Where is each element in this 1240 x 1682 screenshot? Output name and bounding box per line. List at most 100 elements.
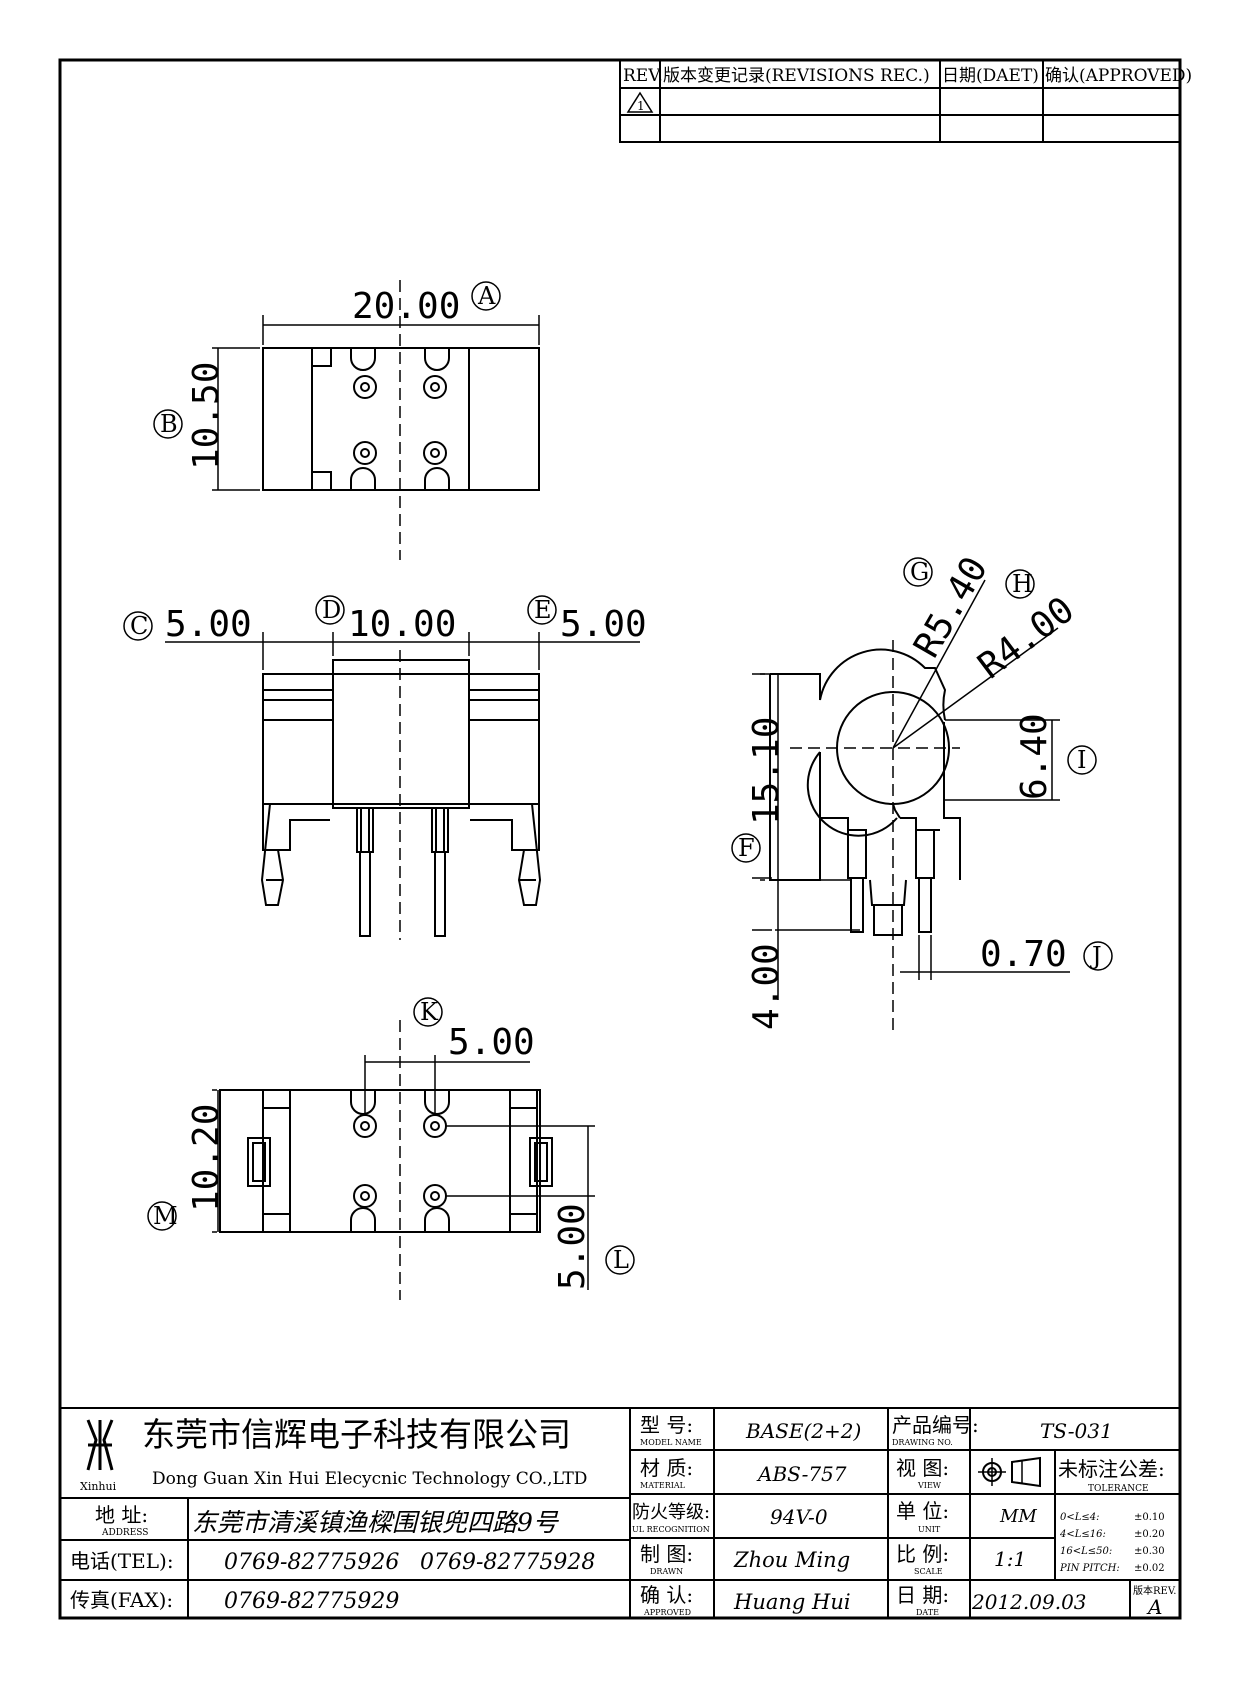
tol-value-2: ±0.20 (1134, 1529, 1165, 1540)
svg-text:D: D (322, 596, 341, 624)
drawing-no-label: 产品编号: (892, 1413, 979, 1437)
bottom-view (212, 1020, 595, 1300)
company-name-cn: 东莞市信辉电子科技有限公司 (142, 1415, 571, 1454)
company-name-en: Dong Guan Xin Hui Elecycnic Technology C… (152, 1469, 587, 1489)
scale-label: 比 例: (896, 1542, 949, 1566)
callout-m: M (147, 1201, 178, 1231)
unit-value: MM (999, 1506, 1037, 1527)
date-col-header: 日期(DAET) (942, 66, 1039, 86)
model-label-en: MODEL NAME (640, 1438, 702, 1447)
tel-1: 0769-82775926 (224, 1550, 399, 1575)
view-label-en: VIEW (917, 1481, 942, 1490)
ul-label-en: UL RECOGNITION (632, 1525, 710, 1534)
revisions-col-header: 版本变更记录(REVISIONS REC.) (663, 66, 930, 86)
dim-i-height: 6.40 (1014, 713, 1055, 800)
svg-text:B: B (160, 410, 178, 438)
tolerance-label-en: TOLERANCE (1088, 1484, 1149, 1494)
side-view (752, 579, 1070, 1030)
callout-g: G (903, 557, 933, 587)
company-logo-icon (86, 1419, 114, 1471)
tol-value-1: ±0.10 (1134, 1512, 1165, 1523)
dim-j-pin: 0.70 (980, 934, 1067, 975)
scale-value: 1:1 (994, 1547, 1026, 1571)
callout-b: B (153, 409, 183, 439)
tol-range-2: 4<L≤16: (1059, 1529, 1106, 1540)
dim-pin-length: 4.00 (746, 943, 787, 1030)
revision-table (619, 59, 1181, 143)
unit-label: 单 位: (896, 1499, 949, 1523)
svg-text:A: A (477, 282, 496, 310)
dim-c-left: 5.00 (165, 604, 252, 645)
callout-e: E (527, 595, 557, 625)
callout-f: F (731, 833, 761, 863)
svg-text:K: K (420, 998, 439, 1026)
top-view (212, 280, 540, 560)
approved-label: 确 认: (640, 1583, 693, 1607)
drawing-no-label-en: DRAWING NO. (892, 1438, 953, 1447)
dim-m-height: 10.20 (186, 1104, 227, 1212)
tel-label: 电话(TEL): (70, 1549, 174, 1573)
tolerance-label: 未标注公差: (1058, 1457, 1165, 1481)
rev-value: A (1146, 1595, 1162, 1619)
svg-text:I: I (1077, 746, 1086, 774)
revision-mark: 1 (637, 99, 645, 113)
dim-l-pitch: 5.00 (552, 1203, 593, 1290)
callout-h: H (1005, 569, 1035, 599)
view-label: 视 图: (896, 1456, 949, 1480)
drawn-label-en: DRAWN (650, 1567, 683, 1576)
callout-c: C (123, 611, 153, 641)
model-value: BASE(2+2) (745, 1419, 861, 1443)
logo-text: Xinhui (80, 1480, 117, 1493)
ul-value: 94V-0 (770, 1505, 828, 1529)
svg-text:L: L (613, 1246, 629, 1274)
tel-2: 0769-82775928 (420, 1550, 595, 1575)
date-label-en: DATE (916, 1608, 939, 1617)
rev-label: 版本REV. (1133, 1584, 1176, 1597)
svg-text:C: C (130, 612, 148, 640)
address-value: 东莞市清溪镇渔樑围银兜四路9号 (192, 1508, 560, 1537)
tol-value-4: ±0.02 (1134, 1563, 1165, 1574)
tol-range-3: 16<L≤50: (1060, 1546, 1112, 1557)
revision-triangle-icon (626, 91, 654, 113)
address-label-en: ADDRESS (101, 1528, 148, 1538)
approved-col-header: 确认(APPROVED) (1045, 66, 1192, 86)
dim-d-mid: 10.00 (348, 604, 456, 645)
drawing-no-value: TS-031 (1040, 1419, 1113, 1443)
dim-a-width: 20.00 (352, 286, 460, 327)
model-label: 型 号: (640, 1413, 693, 1437)
front-view (165, 632, 640, 940)
dim-h-radius: R4.00 (971, 589, 1082, 687)
material-label: 材 质: (640, 1456, 693, 1480)
tol-range-4: PIN PITCH: (1059, 1563, 1120, 1574)
dim-k-pitch: 5.00 (448, 1022, 535, 1063)
tol-range-1: 0<L≤4: (1060, 1512, 1100, 1523)
svg-text:J: J (1089, 942, 1102, 970)
title-block (60, 1407, 1180, 1618)
fax-label: 传真(FAX): (70, 1588, 173, 1612)
callout-i: I (1067, 745, 1097, 775)
svg-text:M: M (153, 1202, 178, 1230)
callout-l: L (605, 1245, 635, 1275)
rev-col-header: REV. (623, 66, 663, 86)
approved-label-en: APPROVED (643, 1608, 691, 1617)
drawn-value: Zhou Ming (733, 1548, 850, 1572)
dim-b-height: 10.50 (186, 362, 227, 470)
callout-d: D (315, 595, 345, 625)
approved-value: Huang Hui (733, 1590, 851, 1614)
svg-text:E: E (534, 596, 552, 624)
scale-label-en: SCALE (914, 1567, 943, 1576)
unit-label-en: UNIT (918, 1525, 941, 1534)
sheet-border (58, 58, 1182, 1620)
callout-a: A (471, 281, 501, 311)
drawn-label: 制 图: (640, 1542, 693, 1566)
material-value: ABS-757 (756, 1462, 847, 1486)
dim-f-height: 15.10 (746, 717, 787, 825)
callout-k: K (413, 997, 443, 1027)
ul-label: 防火等级: (632, 1502, 710, 1523)
svg-text:F: F (738, 834, 755, 862)
tol-value-3: ±0.30 (1134, 1546, 1165, 1557)
material-label-en: MATERIAL (640, 1481, 686, 1490)
date-value: 2012.09.03 (971, 1590, 1087, 1614)
dim-e-right: 5.00 (560, 604, 647, 645)
